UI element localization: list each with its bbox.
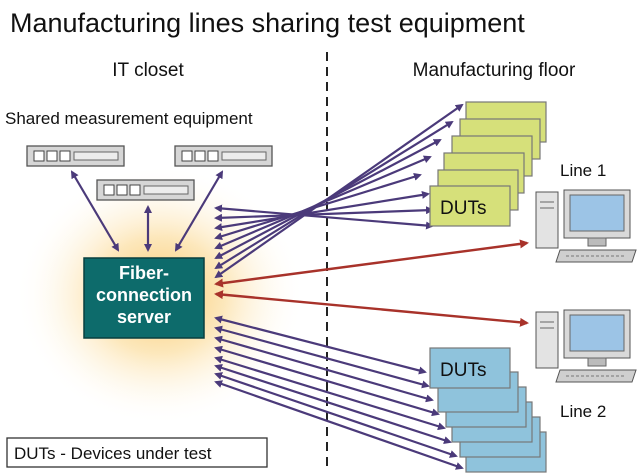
- legend: DUTs - Devices under test: [6, 437, 268, 468]
- line1-dut-arrows: [214, 103, 464, 279]
- section-manufacturing-floor: Manufacturing floor: [413, 60, 576, 81]
- computer-arrows: [214, 239, 529, 327]
- dut-stack-line1: [429, 101, 547, 227]
- server-label-line3: server: [117, 307, 171, 327]
- dut-label-line1: DUTs: [440, 198, 486, 219]
- legend-text: DUTs - Devices under test: [14, 444, 212, 463]
- fiber-connection-server: Fiber- connection server: [83, 257, 205, 339]
- rack-unit-icon: [96, 179, 195, 201]
- dut-label-line2: DUTs: [440, 360, 486, 381]
- desktop-computer-icon: [535, 189, 637, 263]
- section-it-closet: IT closet: [112, 60, 184, 81]
- rack-unit-icon: [174, 145, 273, 167]
- diagram-title: Manufacturing lines sharing test equipme…: [10, 8, 525, 38]
- dut-stack-line2: [429, 347, 547, 473]
- server-label-line2: connection: [96, 285, 192, 305]
- desktop-computer-icon: [535, 309, 637, 383]
- equipment-label: Shared measurement equipment: [5, 109, 253, 128]
- line1-label: Line 1: [560, 161, 606, 180]
- line2-label: Line 2: [560, 402, 606, 421]
- line2-dut-arrows: [214, 315, 464, 470]
- rack-unit-icon: [26, 145, 125, 167]
- server-label-line1: Fiber-: [119, 263, 169, 283]
